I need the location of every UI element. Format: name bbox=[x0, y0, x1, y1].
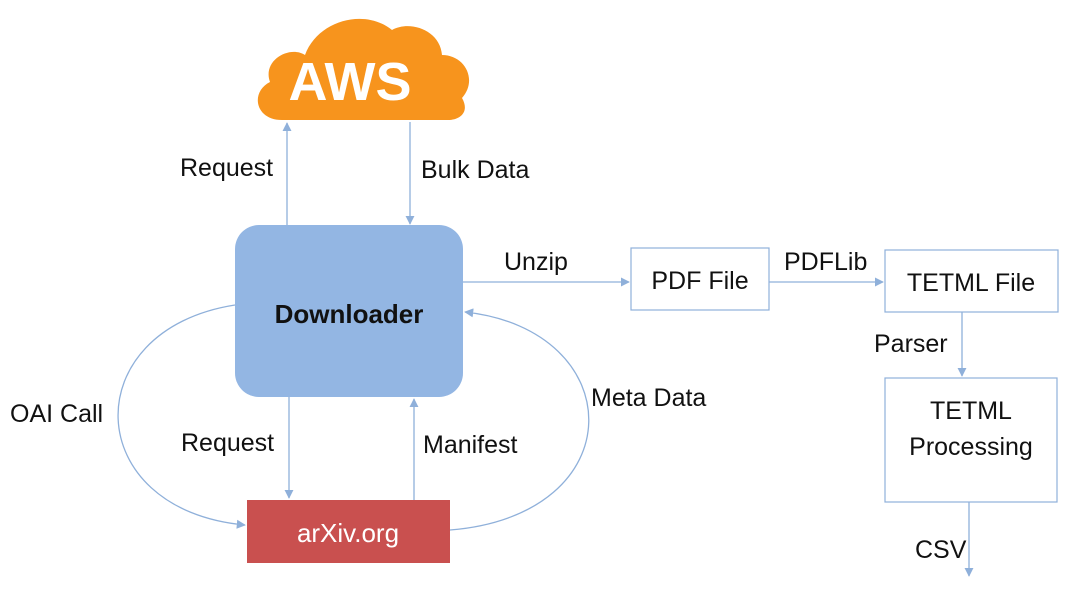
tetml-processing-node: TETML Processing bbox=[884, 377, 1058, 503]
label-oai-call: OAI Call bbox=[10, 400, 103, 428]
downloader-node: Downloader bbox=[235, 225, 463, 397]
pdf-file-node: PDF File bbox=[630, 247, 770, 311]
label-aws-request: Request bbox=[180, 154, 273, 182]
tetml-processing-label-line2: Processing bbox=[909, 433, 1033, 461]
aws-label: AWS bbox=[288, 52, 411, 112]
arxiv-box bbox=[247, 500, 450, 563]
arrow-meta-data bbox=[449, 308, 590, 531]
aws-cloud-shape bbox=[257, 18, 470, 120]
label-manifest: Manifest bbox=[423, 431, 518, 459]
label-csv: CSV bbox=[915, 536, 967, 564]
pdf-file-label: PDF File bbox=[651, 267, 748, 295]
label-arxiv-request: Request bbox=[181, 429, 274, 457]
tetml-processing-label-line1: TETML bbox=[930, 397, 1012, 425]
arrow-oai-call bbox=[117, 304, 246, 529]
aws-cloud-node: AWS bbox=[257, 18, 470, 120]
downloader-label: Downloader bbox=[275, 299, 424, 329]
tetml-file-box bbox=[884, 249, 1059, 313]
label-parser: Parser bbox=[874, 330, 948, 358]
tetml-processing-box bbox=[884, 377, 1058, 503]
label-meta-data: Meta Data bbox=[591, 384, 706, 412]
arxiv-node: arXiv.org bbox=[247, 500, 450, 563]
arxiv-label: arXiv.org bbox=[297, 518, 399, 548]
tetml-file-node: TETML File bbox=[884, 249, 1059, 313]
label-pdflib: PDFLib bbox=[784, 248, 867, 276]
tetml-file-label: TETML File bbox=[907, 269, 1035, 297]
pdf-file-box bbox=[630, 247, 770, 311]
downloader-box bbox=[235, 225, 463, 397]
label-bulk-data: Bulk Data bbox=[421, 156, 529, 184]
label-unzip: Unzip bbox=[504, 248, 568, 276]
